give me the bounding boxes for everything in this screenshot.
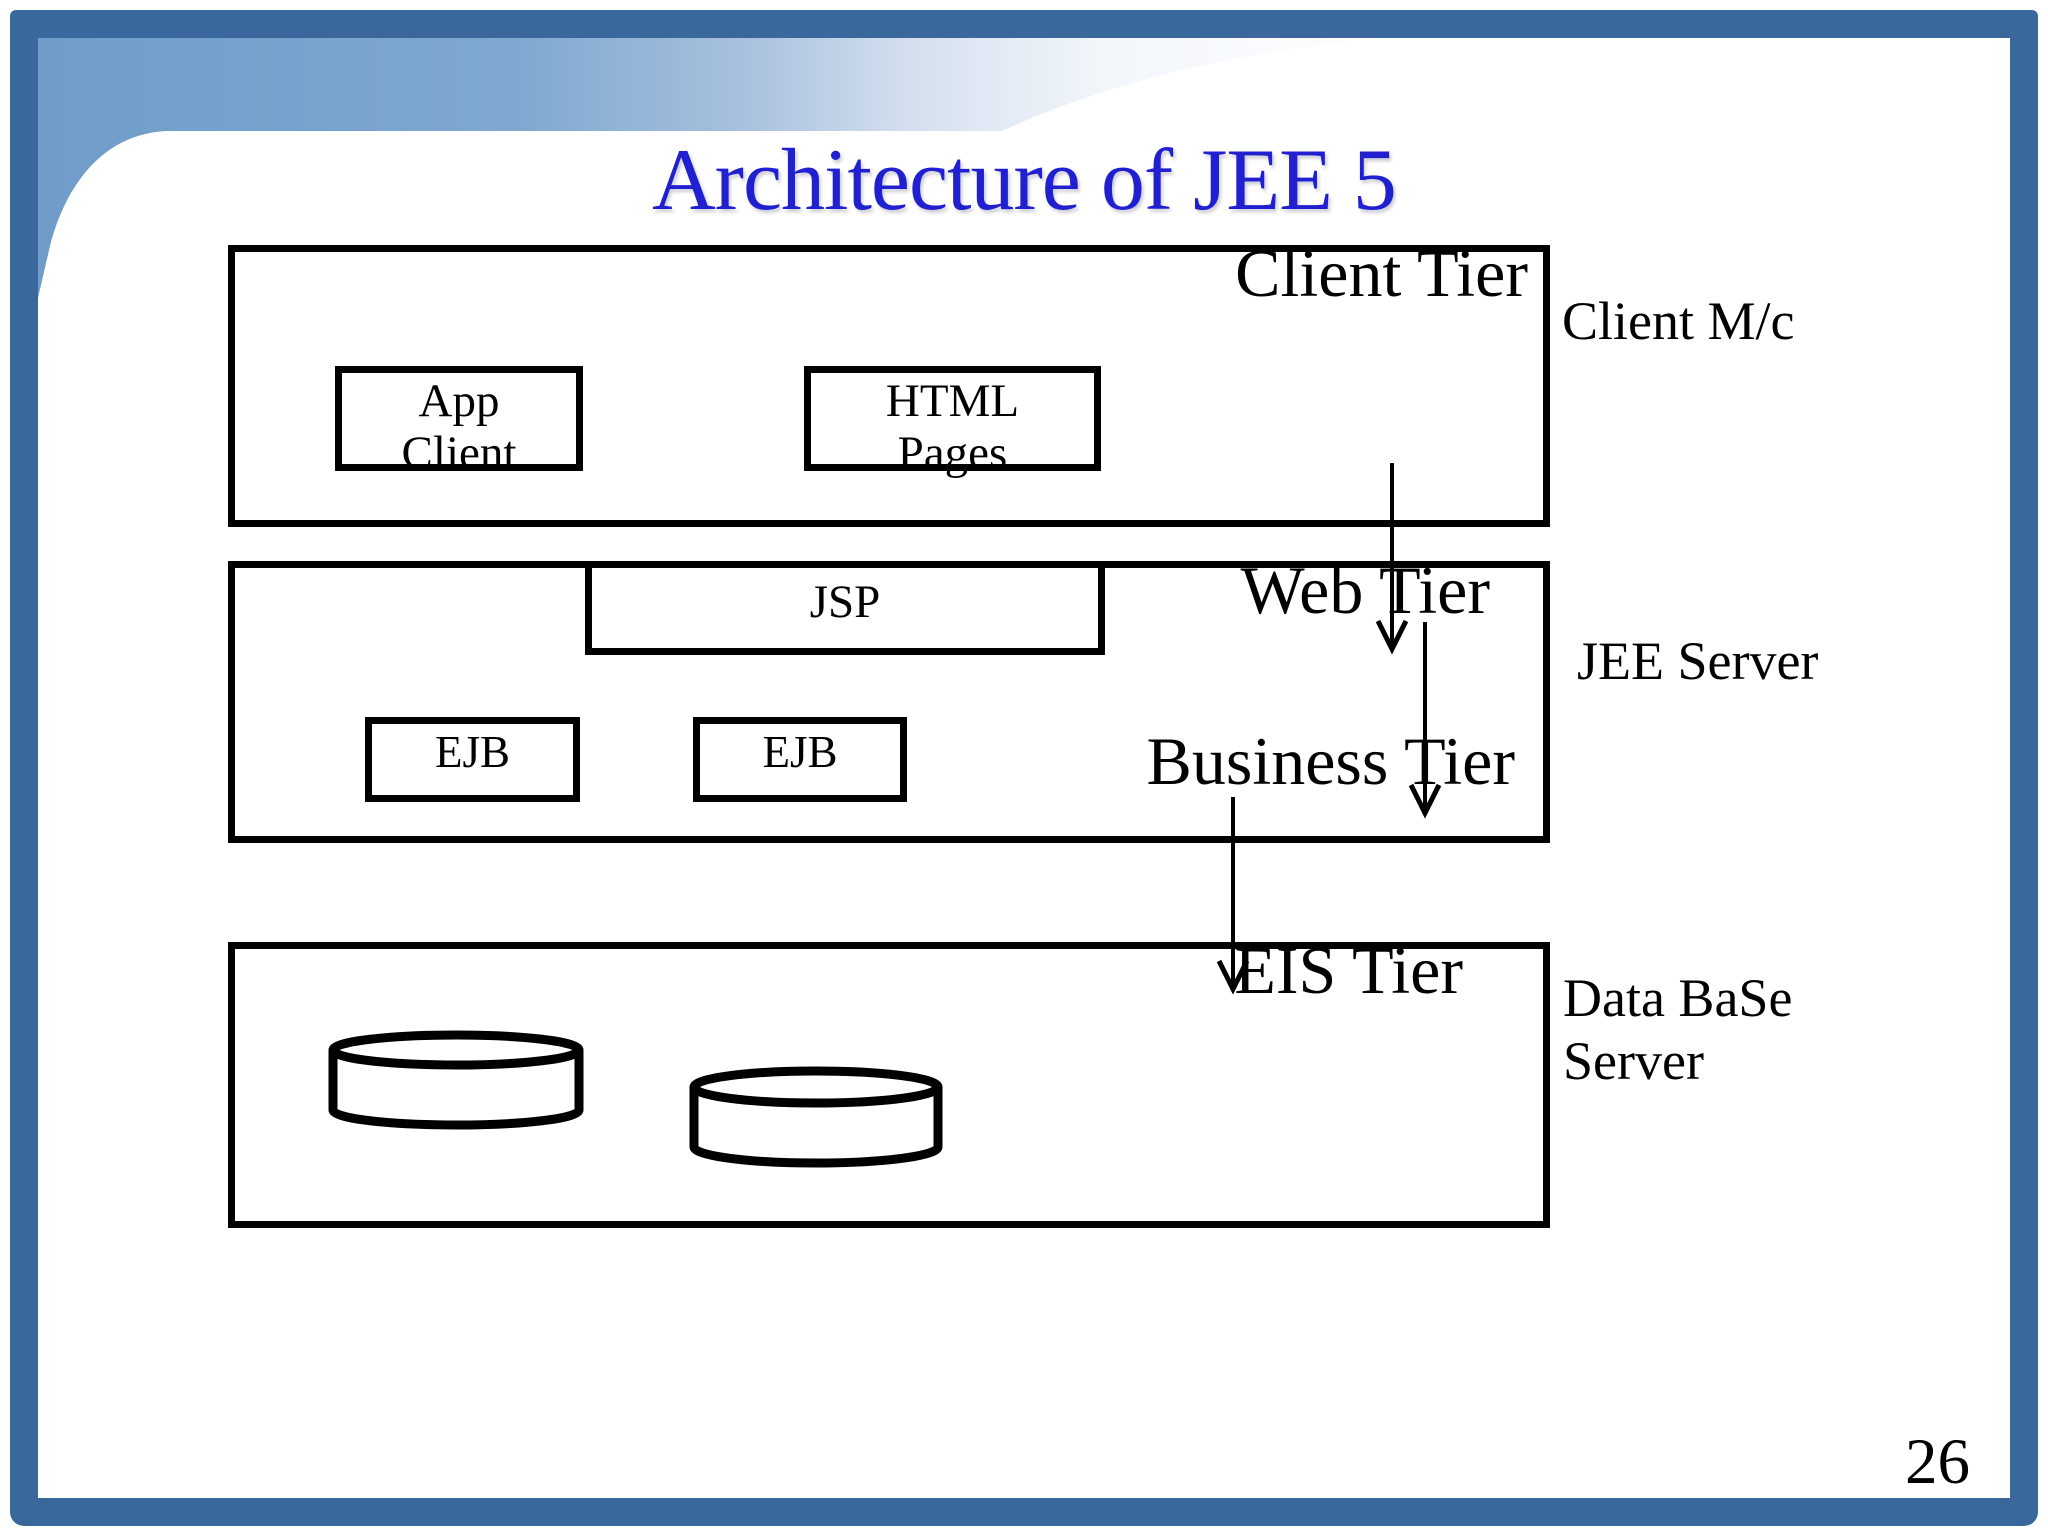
app-client-box: App Client xyxy=(335,366,583,479)
database-server-label-line1: Data BaSe xyxy=(1563,968,1793,1028)
web-tier-label: Web Tier xyxy=(1240,552,1490,628)
ejb-box-1: EJB xyxy=(365,717,580,802)
eis-tier-label: EIS Tier xyxy=(1234,932,1463,1008)
jsp-box-label: JSP xyxy=(809,576,881,628)
ejb-box-2-label: EJB xyxy=(762,727,838,777)
client-machine-label: Client M/c xyxy=(1562,291,1795,351)
header-band-graphic xyxy=(38,38,1395,298)
app-client-box-line1: App xyxy=(418,375,500,427)
jee-server-label: JEE Server xyxy=(1577,631,1819,691)
app-client-box-line2: Client xyxy=(401,427,517,479)
html-pages-box: HTML Pages xyxy=(804,366,1101,479)
client-tier-box xyxy=(228,245,1550,527)
html-pages-box-line2: Pages xyxy=(897,427,1008,479)
ejb-box-2: EJB xyxy=(693,717,907,802)
ejb-box-1-label: EJB xyxy=(434,727,510,777)
client-tier-label: Client Tier xyxy=(1235,235,1528,311)
database-server-label-line2: Server xyxy=(1563,1031,1704,1091)
slide-title: Architecture of JEE 5 xyxy=(652,132,1397,229)
business-tier-label: Business Tier xyxy=(1146,723,1515,799)
database-server-label: Data BaSe Server xyxy=(1563,967,1792,1093)
eis-tier-box xyxy=(228,942,1550,1228)
jsp-box: JSP xyxy=(585,561,1105,655)
html-pages-box-line1: HTML xyxy=(885,375,1020,427)
page-number: 26 xyxy=(1905,1426,1970,1498)
